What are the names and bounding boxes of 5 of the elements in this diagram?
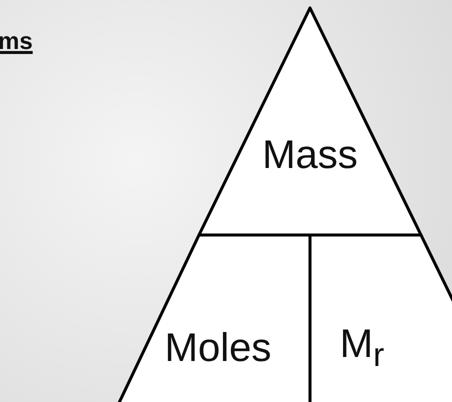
triangle-right-section — [310, 235, 452, 402]
triangle-left-section — [118, 235, 310, 402]
quantity-label: Mass — [262, 135, 358, 175]
quantity-label: Moles — [164, 328, 272, 368]
quantity-label: M$_{r}$ — [340, 324, 384, 372]
